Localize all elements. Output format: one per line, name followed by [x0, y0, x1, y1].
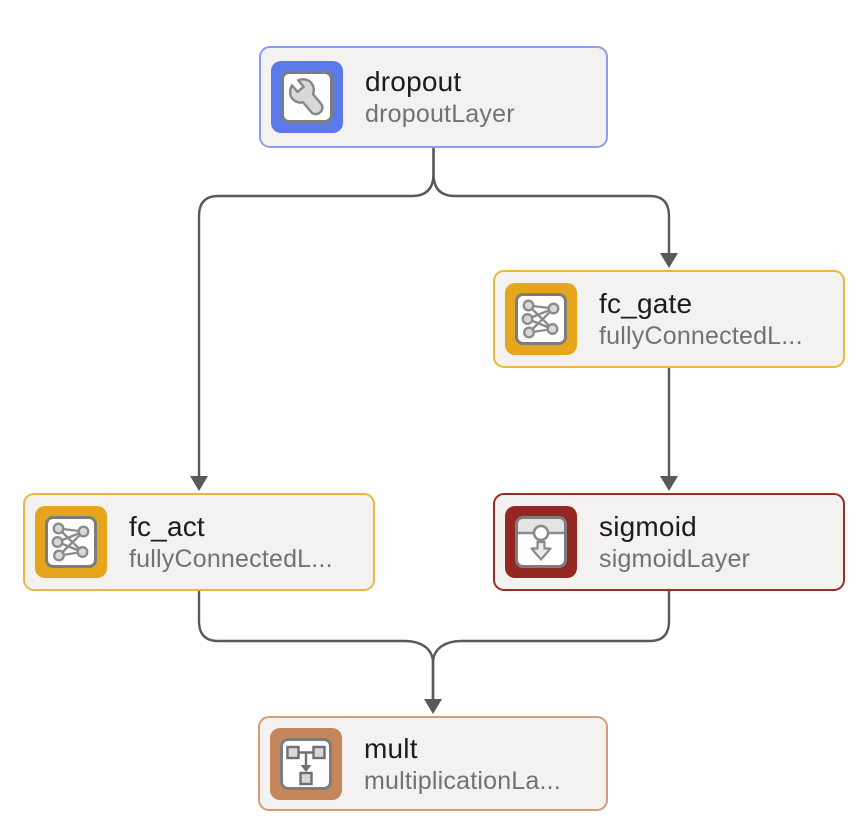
wrench-icon [271, 61, 343, 133]
fully-connected-icon [35, 506, 107, 578]
fully-connected-icon-frame [515, 293, 567, 345]
node-fc-act[interactable]: fc_act fullyConnectedL... [23, 493, 375, 591]
node-subtitle: sigmoidLayer [599, 545, 751, 573]
multiplication-icon-frame [280, 737, 332, 790]
node-title: mult [364, 732, 418, 764]
edge-fc-act-to-mult[interactable] [197, 589, 435, 703]
node-subtitle: fullyConnectedL... [599, 322, 803, 350]
wrench-icon-frame [281, 71, 333, 123]
arrowhead-sigmoid [660, 476, 678, 491]
edge-fc-gate-to-sigmoid[interactable] [660, 366, 678, 491]
node-subtitle: multiplicationLa... [364, 766, 561, 795]
node-title: fc_act [129, 511, 205, 542]
node-title: dropout [365, 66, 462, 97]
node-mult[interactable]: mult multiplicationLa... [258, 716, 608, 811]
arrowhead-mult [424, 699, 442, 714]
edge-dropout-to-fc-gate[interactable] [432, 146, 679, 268]
node-title: sigmoid [599, 511, 697, 542]
sigmoid-icon-frame [515, 516, 567, 568]
edge-sigmoid-to-mult[interactable] [424, 589, 671, 714]
sigmoid-icon [505, 506, 577, 578]
node-subtitle: fullyConnectedL... [129, 545, 333, 573]
fully-connected-icon [505, 283, 577, 355]
node-subtitle: dropoutLayer [365, 100, 515, 128]
node-sigmoid[interactable]: sigmoid sigmoidLayer [493, 493, 845, 591]
multiplication-icon [270, 727, 342, 800]
arrowhead-fc-act [190, 476, 208, 491]
node-title: fc_gate [599, 288, 693, 319]
node-dropout[interactable]: dropout dropoutLayer [259, 46, 608, 148]
fully-connected-icon-frame [45, 516, 97, 568]
arrowhead-fc-gate [660, 253, 678, 268]
edge-dropout-to-fc-act[interactable] [190, 146, 435, 491]
node-fc-gate[interactable]: fc_gate fullyConnectedL... [493, 270, 845, 368]
